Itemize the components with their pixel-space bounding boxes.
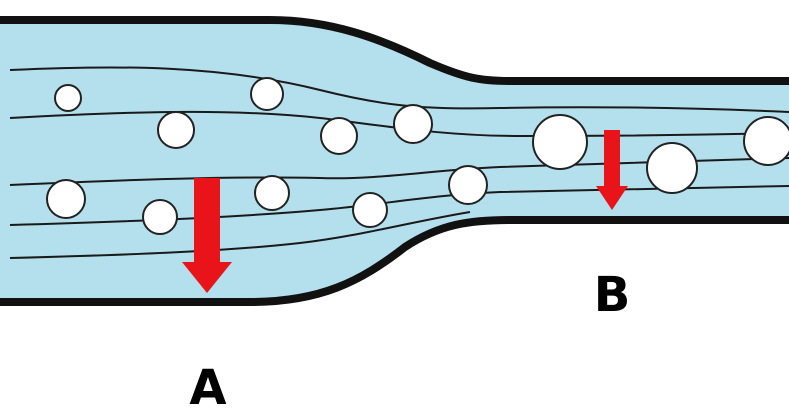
particle	[449, 166, 487, 204]
particle	[143, 200, 177, 234]
particle	[647, 143, 697, 193]
particle	[251, 78, 283, 110]
particle	[533, 115, 587, 169]
label-a: A	[189, 360, 226, 411]
particle	[744, 117, 789, 165]
particle	[321, 118, 357, 154]
particle	[394, 105, 432, 143]
particle	[255, 176, 289, 210]
particle	[55, 85, 81, 111]
particle	[47, 180, 85, 218]
particle	[353, 193, 387, 227]
label-b: B	[594, 267, 631, 323]
particle	[158, 112, 194, 148]
